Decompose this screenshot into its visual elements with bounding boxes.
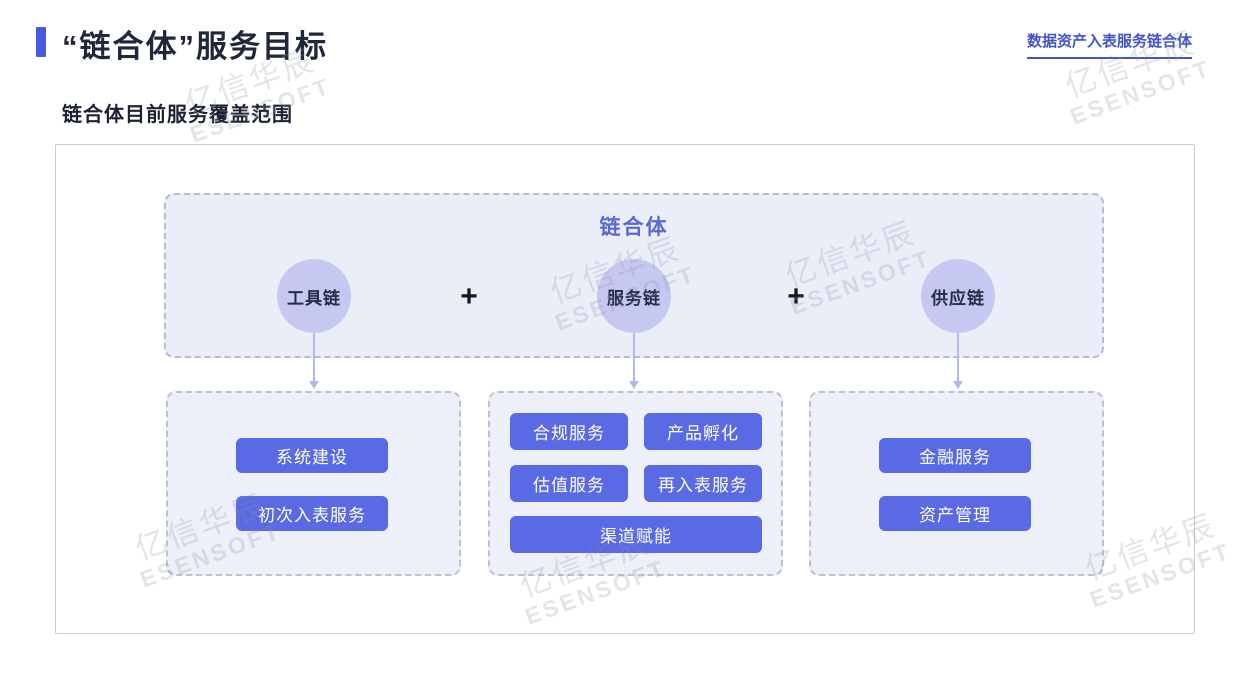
group-box-supply-chain: 金融服务 资产管理 [809,391,1104,576]
section-subtitle: 链合体目前服务覆盖范围 [62,104,293,126]
service-pill: 估值服务 [510,465,628,502]
watermark-en: ESENSOFT [1066,54,1215,130]
group-box-service-chain: 合规服务 产品孵化 估值服务 再入表服务 渠道赋能 [488,391,783,576]
title-accent-bar [36,27,46,57]
group-box-tool-chain: 系统建设 初次入表服务 [166,391,461,576]
corner-link[interactable]: 数据资产入表服务链合体 [1026,30,1192,59]
node-tool-chain: 工具链 [277,259,351,333]
service-pill: 再入表服务 [644,465,762,502]
service-pill: 渠道赋能 [510,516,762,553]
plus-sign: + [787,280,805,313]
node-supply-chain: 供应链 [921,259,995,333]
service-pill: 合规服务 [510,413,628,450]
service-pill: 系统建设 [236,438,388,473]
service-pill: 初次入表服务 [236,496,388,531]
arrow-down-tool-chain [309,333,319,389]
chain-overview-box: 链合体 工具链 + 服务链 + 供应链 [164,193,1104,358]
arrow-down-supply-chain [953,333,963,389]
diagram-canvas: 链合体 工具链 + 服务链 + 供应链 系统建设 初次入表服务 合规服务 产品孵… [55,144,1195,634]
service-pill: 资产管理 [879,496,1031,531]
plus-sign: + [460,280,478,313]
page-title: “链合体”服务目标 [62,29,328,64]
service-pill: 产品孵化 [644,413,762,450]
arrow-down-service-chain [629,333,639,389]
service-pill: 金融服务 [879,438,1031,473]
node-service-chain: 服务链 [597,259,671,333]
chain-box-title: 链合体 [599,216,669,239]
